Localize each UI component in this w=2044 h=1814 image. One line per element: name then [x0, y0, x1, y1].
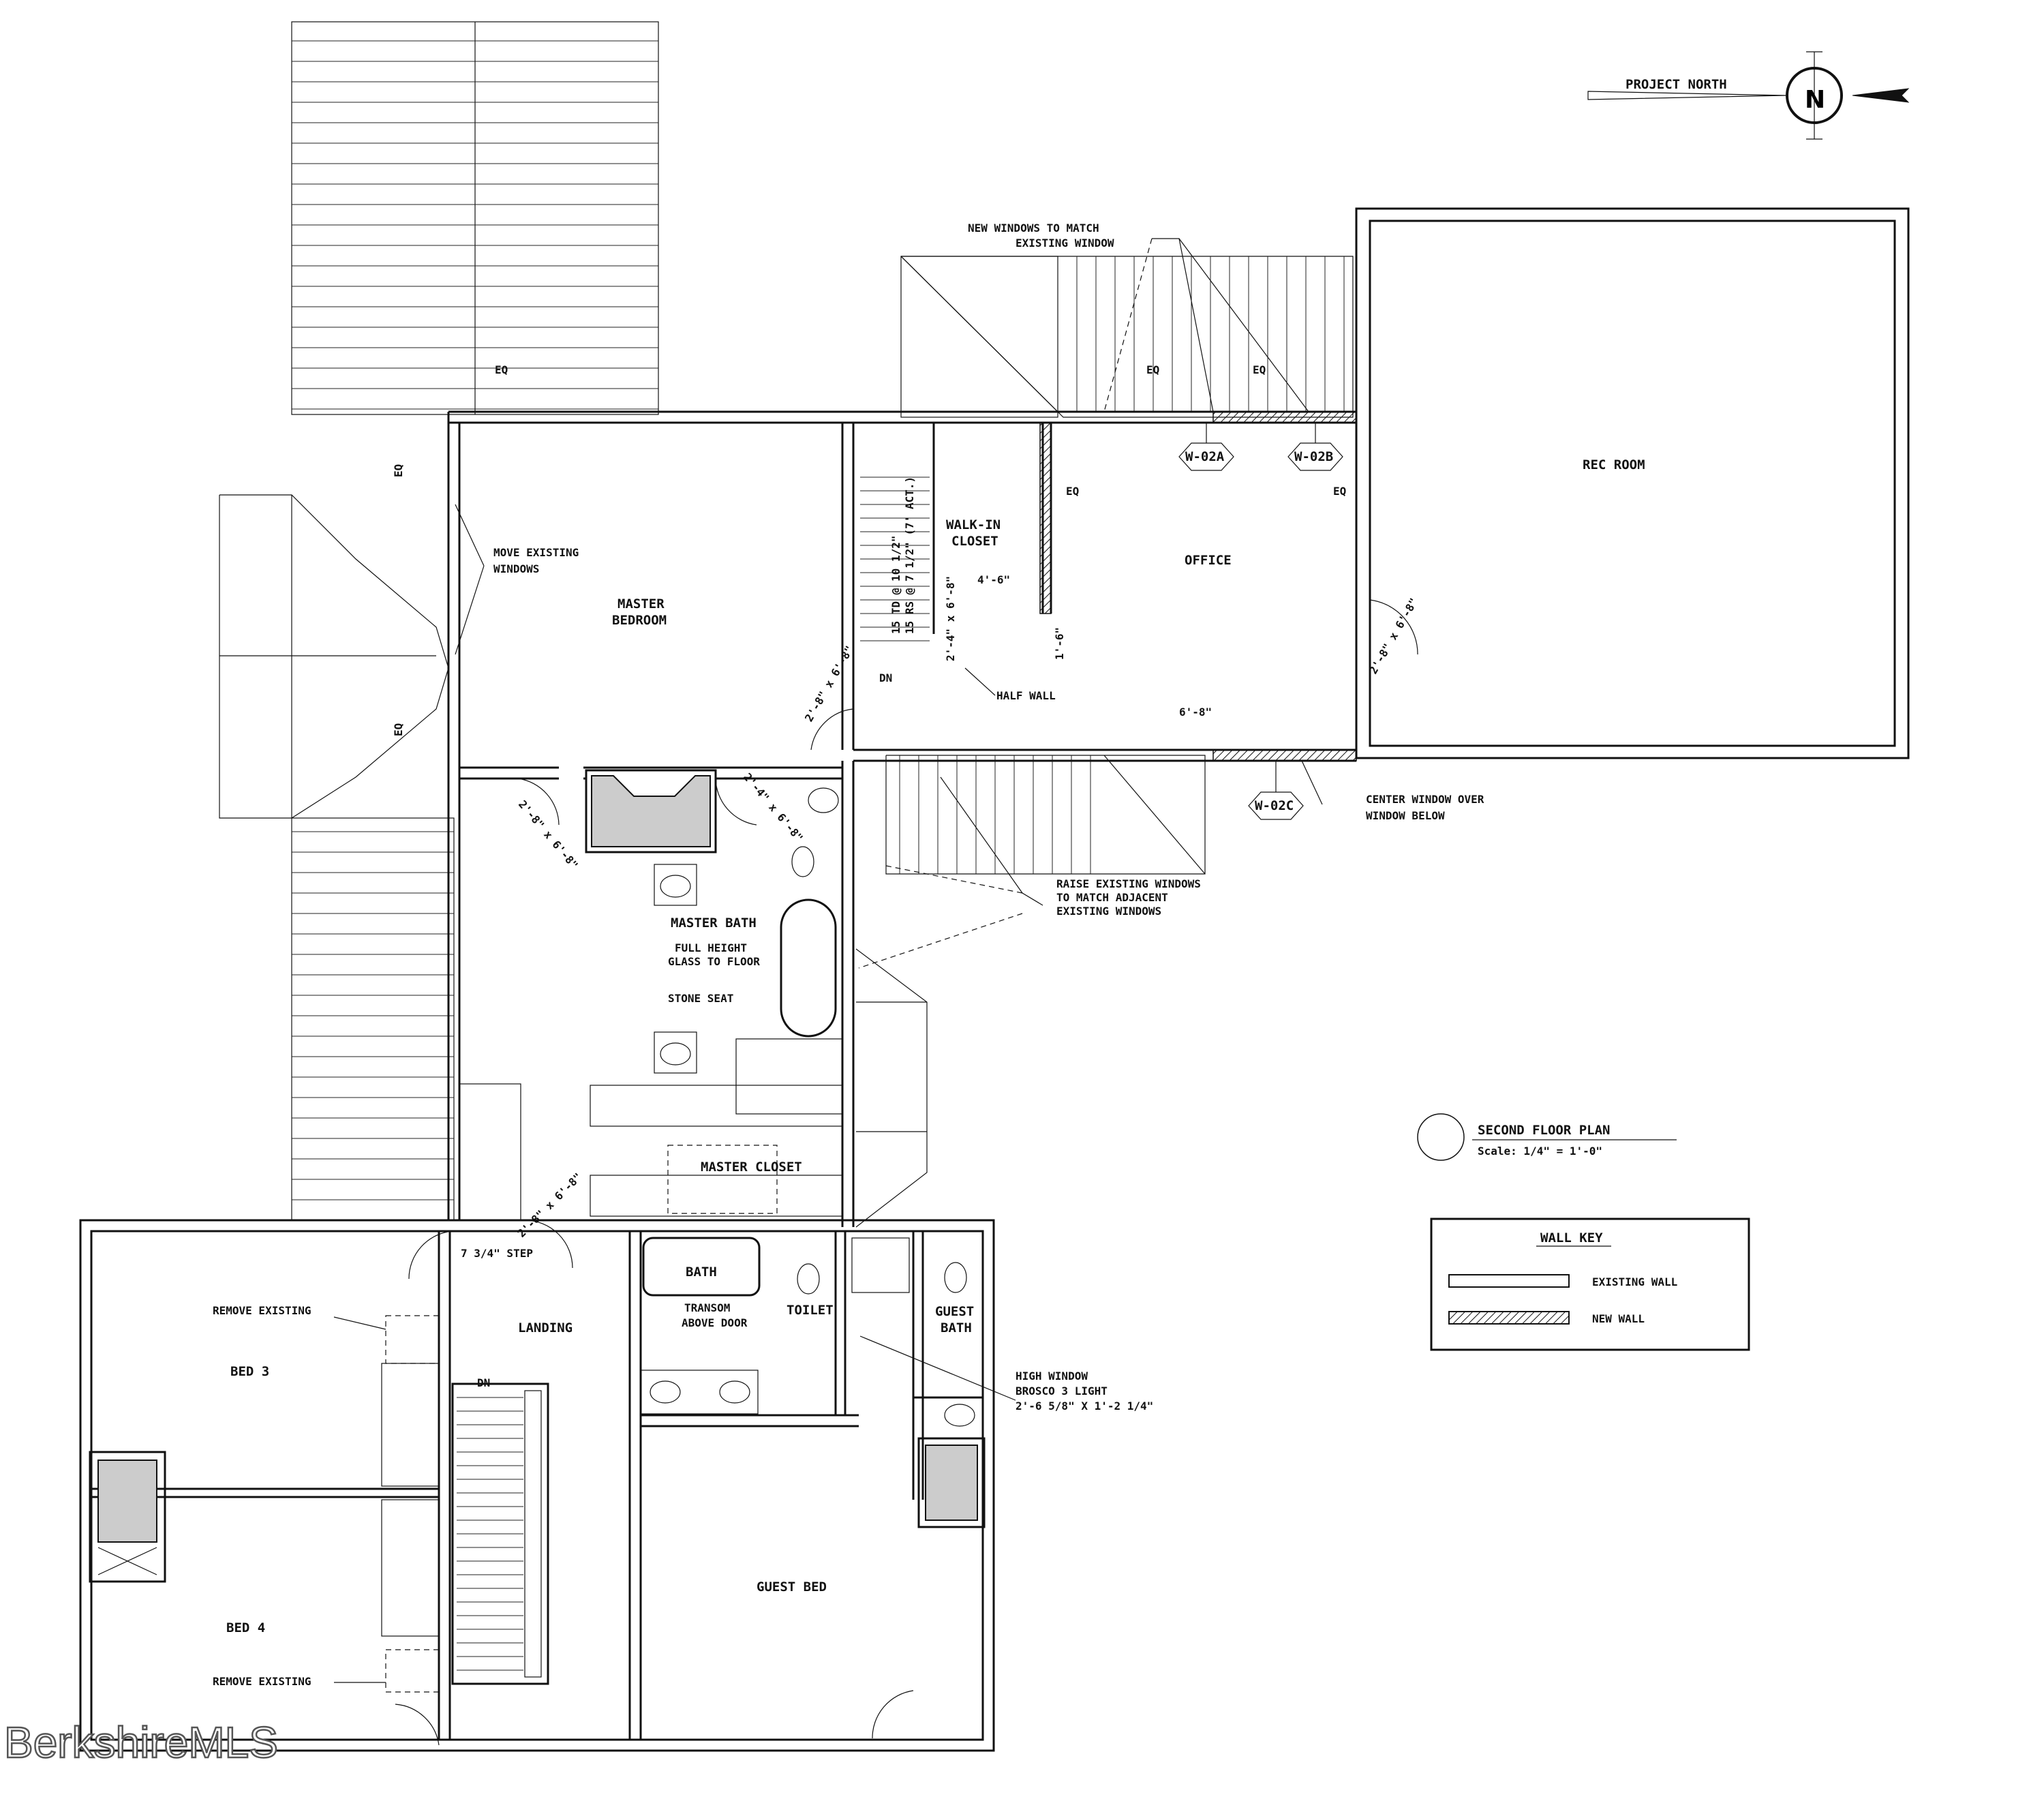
wall-key-title: WALL KEY [1540, 1230, 1603, 1245]
dim-office-6-8: 6'-8" [1179, 706, 1212, 719]
room-guest-bath-1: GUEST [935, 1304, 974, 1319]
note-glass-1: FULL HEIGHT [675, 941, 747, 954]
tag-w02b: W-02B [1294, 449, 1333, 464]
note-step: 7 3/4" STEP [461, 1247, 533, 1260]
door-swings [395, 599, 1418, 1746]
note-remove-existing-1: REMOVE EXISTING [213, 1304, 311, 1317]
note-high-window-2: BROSCO 3 LIGHT [1016, 1385, 1108, 1397]
note-stair-2: 15 RS @ 7 1/2" (7' ACT.) [903, 477, 916, 634]
note-remove-existing-2: REMOVE EXISTING [213, 1675, 311, 1688]
note-glass-2: GLASS TO FLOOR [668, 955, 760, 968]
tag-w02c: W-02C [1255, 798, 1294, 813]
watermark: BerkshireMLS [4, 1718, 278, 1767]
dim-eq-2: EQ [1146, 363, 1159, 376]
new-walls [1039, 411, 1357, 761]
note-center-window-1: CENTER WINDOW OVER [1366, 793, 1484, 806]
room-bath: BATH [686, 1265, 717, 1280]
walls [79, 207, 1910, 1752]
note-high-window-3: 2'-6 5/8" X 1'-2 1/4" [1016, 1400, 1153, 1412]
dim-eq-6: EQ [392, 464, 405, 477]
leader-lines [333, 238, 1323, 1683]
room-toilet: TOILET [787, 1303, 834, 1318]
room-guest-bath-2: BATH [941, 1320, 972, 1335]
room-walk-in-1: WALK-IN [946, 517, 1001, 532]
dim-eq-1: EQ [495, 363, 508, 376]
note-move-windows-2: WINDOWS [493, 562, 539, 575]
dim-door-4: 2'-8" x 6'-8" [1367, 596, 1420, 676]
roof-areas [219, 21, 1354, 1228]
dim-door-5: 2'-8" x 6'-8" [515, 1170, 584, 1240]
room-office: OFFICE [1185, 553, 1232, 568]
dim-door-3: 2'-8" x 6'-8" [802, 644, 856, 724]
window-tags [1178, 423, 1343, 820]
north-label: PROJECT NORTH [1626, 77, 1727, 92]
plan-scale: Scale: 1/4" = 1'-0" [1478, 1145, 1602, 1158]
dim-eq-5: EQ [1333, 485, 1346, 498]
room-guest-bed: GUEST BED [757, 1579, 827, 1594]
room-bed-4: BED 4 [226, 1620, 265, 1635]
north-arrow[interactable] [1587, 51, 1910, 140]
wall-key-existing: EXISTING WALL [1592, 1275, 1677, 1288]
note-move-windows-1: MOVE EXISTING [493, 546, 579, 559]
room-master-closet: MASTER CLOSET [701, 1160, 802, 1175]
tag-w02a: W-02A [1185, 449, 1225, 464]
note-dn-lower: DN [477, 1376, 490, 1389]
room-bed-3: BED 3 [230, 1364, 269, 1379]
note-new-windows-1: NEW WINDOWS TO MATCH [968, 222, 1099, 235]
note-raise-windows-2: TO MATCH ADJACENT [1056, 891, 1168, 904]
wall-key-new: NEW WALL [1592, 1312, 1645, 1325]
dim-closet-4-6: 4'-6" [977, 573, 1010, 586]
dim-eq-7: EQ [392, 723, 405, 736]
note-stone-seat: STONE SEAT [668, 992, 733, 1005]
note-transom-2: ABOVE DOOR [682, 1316, 748, 1329]
room-walk-in-2: CLOSET [951, 534, 998, 549]
room-master-bedroom-1: MASTER [617, 596, 665, 611]
wall-key-box [1430, 1218, 1750, 1351]
note-raise-windows-1: RAISE EXISTING WINDOWS [1056, 877, 1201, 890]
dim-door-2: 2'-4" x 6'-8" [741, 770, 806, 844]
dim-1-6: 1'-6" [1053, 627, 1066, 660]
dim-door-6: 2'-4" x 6'-8" [944, 576, 957, 661]
dim-eq-4: EQ [1066, 485, 1079, 498]
room-master-bath: MASTER BATH [671, 916, 757, 931]
note-half-wall: HALF WALL [996, 689, 1056, 702]
note-high-window-1: HIGH WINDOW [1016, 1370, 1088, 1382]
dim-eq-3: EQ [1253, 363, 1266, 376]
dim-door-1: 2'-8" x 6'-8" [516, 798, 581, 871]
title-callout [1417, 1113, 1677, 1161]
note-raise-windows-3: EXISTING WINDOWS [1056, 905, 1161, 918]
note-stair-1: 15 TD @ 10 1/2" [889, 536, 902, 635]
room-rec-room: REC ROOM [1583, 457, 1645, 472]
note-center-window-2: WINDOW BELOW [1366, 809, 1445, 822]
room-master-bedroom-2: BEDROOM [612, 613, 667, 628]
plan-title: SECOND FLOOR PLAN [1478, 1123, 1610, 1138]
note-dn-upper: DN [879, 671, 892, 684]
note-transom-1: TRANSOM [684, 1301, 730, 1314]
room-landing: LANDING [518, 1320, 573, 1335]
north-letter: N [1805, 86, 1825, 114]
note-new-windows-2: EXISTING WINDOW [1016, 237, 1114, 250]
